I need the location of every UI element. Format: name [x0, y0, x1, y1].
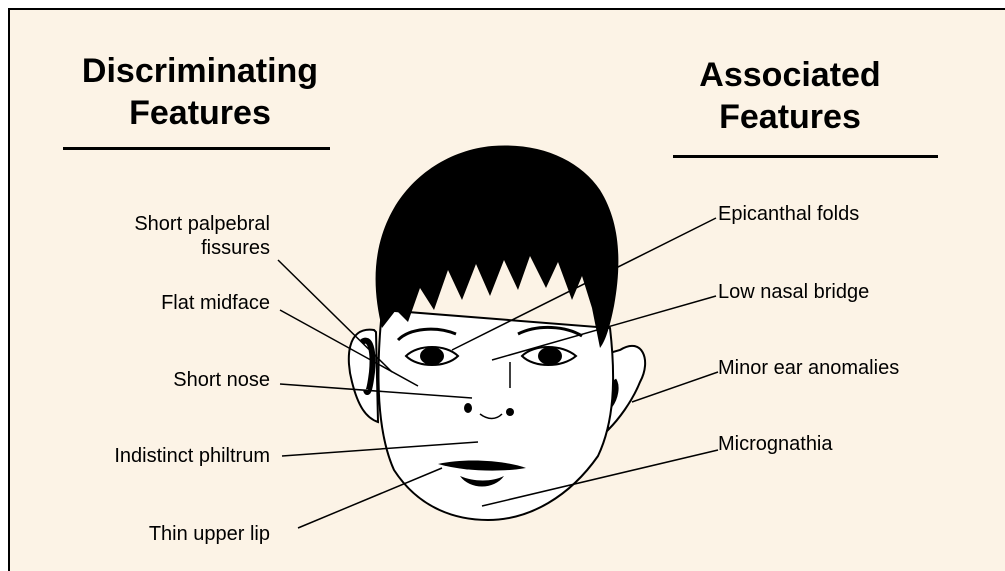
label-micrognathia: Micrognathia [718, 432, 833, 456]
leader-short-palpebral-fissures [278, 260, 392, 372]
right-pupil [538, 347, 562, 365]
left-nostril [464, 403, 472, 413]
label-minor-ear-anomalies: Minor ear anomalies [718, 356, 899, 380]
label-short-palpebral-line2: fissures [70, 236, 270, 260]
label-epicanthal-folds: Epicanthal folds [718, 202, 859, 226]
label-short-palpebral-fissures: Short palpebral fissures [70, 212, 270, 260]
label-short-palpebral-line1: Short palpebral [70, 212, 270, 236]
label-low-nasal-bridge: Low nasal bridge [718, 280, 869, 304]
left-pupil [420, 347, 444, 365]
leader-minor-ear-anomalies [632, 372, 718, 402]
diagram-panel: Discriminating Features Associated Featu… [8, 8, 1005, 571]
face-outline [378, 310, 613, 520]
label-indistinct-philtrum: Indistinct philtrum [50, 444, 270, 468]
right-nostril [506, 408, 514, 416]
label-short-nose: Short nose [70, 368, 270, 392]
label-thin-upper-lip: Thin upper lip [70, 522, 270, 546]
label-flat-midface: Flat midface [70, 291, 270, 315]
